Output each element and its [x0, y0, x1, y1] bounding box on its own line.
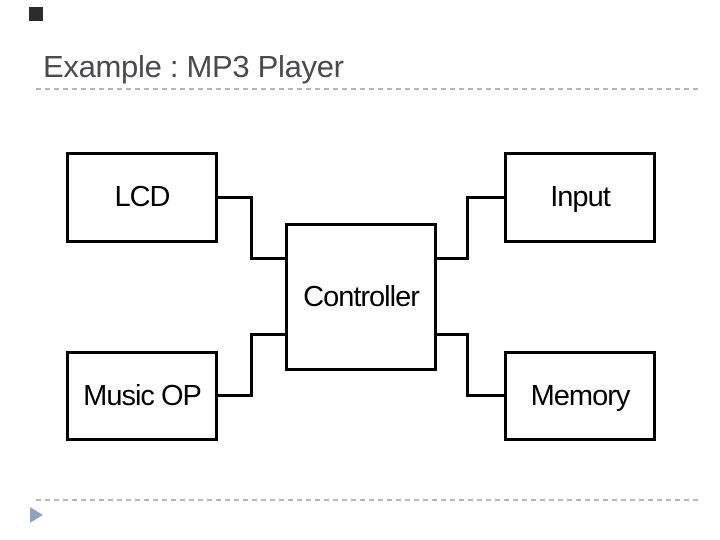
title-underline-rule	[36, 88, 698, 90]
connector-input-controller-segment	[437, 257, 469, 260]
node-music-op-label: Music OP	[83, 379, 202, 412]
node-music-op: Music OP	[66, 351, 218, 441]
connector-input-controller-segment	[466, 196, 504, 199]
connector-memory-controller-segment	[466, 333, 469, 397]
node-controller-label: Controller	[303, 280, 420, 313]
connector-musicop-controller-segment	[218, 394, 253, 397]
connector-musicop-controller-segment	[250, 333, 285, 336]
node-input: Input	[504, 152, 656, 243]
connector-lcd-controller-segment	[218, 196, 253, 199]
node-input-label: Input	[550, 181, 610, 213]
node-lcd: LCD	[66, 152, 218, 243]
slide-title: Example : MP3 Player	[43, 49, 344, 84]
footer-rule	[36, 499, 698, 501]
connector-musicop-controller-segment	[250, 333, 253, 397]
connector-lcd-controller-segment	[250, 196, 253, 260]
node-memory: Memory	[504, 351, 656, 441]
node-memory-label: Memory	[530, 379, 631, 412]
bullet-triangle-icon	[30, 507, 43, 523]
corner-square-decoration	[29, 7, 43, 21]
connector-memory-controller-segment	[437, 333, 469, 336]
connector-memory-controller-segment	[466, 394, 504, 397]
connector-lcd-controller-segment	[250, 257, 285, 260]
connector-input-controller-segment	[466, 196, 469, 260]
node-lcd-label: LCD	[114, 181, 170, 213]
node-controller: Controller	[285, 223, 437, 371]
